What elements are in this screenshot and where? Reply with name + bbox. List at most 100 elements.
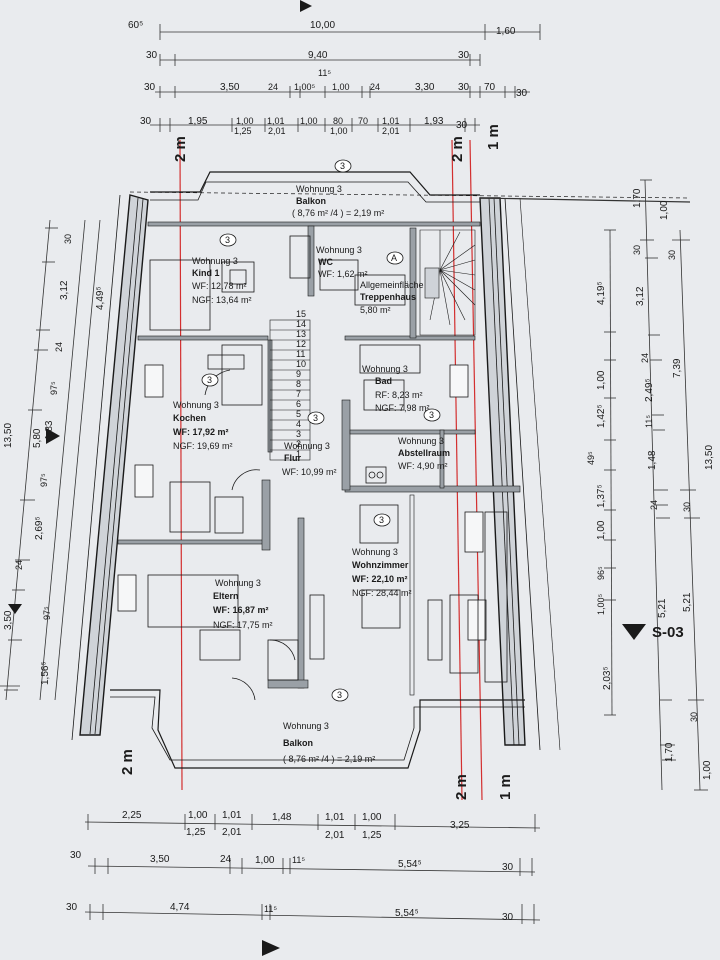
dim-label: 11⁵ bbox=[318, 68, 331, 78]
staircase-left bbox=[269, 319, 311, 461]
stair-number: 15 bbox=[296, 309, 306, 319]
door-marker: 3 bbox=[337, 690, 342, 700]
bottom-dimension-labels: 2,25 1,00 1,01 1,48 1,01 1,00 3,25 1,25 … bbox=[66, 810, 514, 923]
room-wf: WF: 10,99 m² bbox=[282, 467, 337, 477]
room-type: Eltern bbox=[213, 591, 239, 601]
dim-label: 4,19⁵ bbox=[596, 281, 607, 305]
room-wf: WF: 12,78 m² bbox=[192, 281, 247, 291]
stair-number: 14 bbox=[296, 319, 306, 329]
walls bbox=[71, 171, 691, 769]
dim-label: 1,00 bbox=[255, 855, 275, 866]
dim-label: 80 bbox=[333, 116, 343, 126]
dim-label: 3,50 bbox=[3, 610, 14, 630]
room-type: Flur bbox=[284, 453, 301, 463]
dim-label: 7,39 bbox=[672, 358, 683, 378]
stair-number: 5 bbox=[296, 409, 301, 419]
room-ngf: NGF: 28,44 m² bbox=[352, 588, 412, 598]
dim-label: 30 bbox=[516, 88, 528, 99]
room-type: Balkon bbox=[283, 738, 313, 748]
room-type: WC bbox=[318, 257, 333, 267]
dim-label: 30 bbox=[146, 50, 158, 61]
axis-label: 1 m bbox=[497, 774, 514, 800]
dim-label: 30 bbox=[502, 862, 514, 873]
dim-label: 1,70 bbox=[664, 742, 675, 762]
dim-label: 3,12 bbox=[59, 280, 70, 300]
room-wf: WF: 22,10 m² bbox=[352, 574, 408, 584]
dim-label: 1,37⁵ bbox=[596, 484, 607, 508]
room-name: Wohnung 3 bbox=[192, 256, 238, 266]
room-name: Wohnung 3 bbox=[398, 436, 444, 446]
dim-label: 1,95 bbox=[188, 116, 208, 127]
dim-label: 30 bbox=[502, 912, 514, 923]
room-wf: WF: 1,62 m² bbox=[318, 269, 368, 279]
dim-label: 24 bbox=[54, 342, 64, 352]
dim-label: 3,50 bbox=[150, 854, 170, 865]
dim-label: 97⁵ bbox=[49, 381, 59, 395]
dim-label: 10,00 bbox=[310, 20, 335, 31]
room-name: Wohnung 3 bbox=[316, 245, 362, 255]
section-marker-triangle bbox=[8, 604, 22, 614]
furniture bbox=[147, 235, 479, 701]
dim-label: 30 bbox=[458, 82, 470, 93]
dim-label: 1,25 bbox=[186, 827, 206, 838]
dim-label: 1,00 bbox=[330, 126, 348, 136]
dim-label: 5,54⁵ bbox=[398, 859, 422, 870]
dim-label: 30 bbox=[70, 850, 82, 861]
stair-number: 1 bbox=[296, 449, 301, 459]
stair-number: 11 bbox=[296, 349, 305, 359]
dim-label: 2,01 bbox=[382, 126, 400, 136]
dim-label: 1,00⁵ bbox=[294, 82, 316, 92]
staircase-right bbox=[419, 229, 476, 336]
door-marker: A bbox=[391, 253, 397, 263]
dim-label: 4,49⁵ bbox=[95, 286, 106, 310]
dim-label: 60⁵ bbox=[128, 20, 143, 31]
axis-label: 2 m bbox=[172, 136, 189, 162]
stair-number: 2 bbox=[296, 439, 301, 449]
dim-label: 70 bbox=[484, 82, 496, 93]
door-marker: 3 bbox=[379, 515, 384, 525]
dim-label: 3,30 bbox=[415, 82, 435, 93]
section-arrow-icon bbox=[622, 624, 646, 640]
top-dimension-chains bbox=[150, 24, 541, 132]
dim-label: 2,25 bbox=[122, 810, 142, 821]
dim-label: 2,49⁵ bbox=[644, 378, 655, 402]
dim-label: 30 bbox=[667, 250, 677, 260]
dim-label: 96⁵ bbox=[596, 566, 606, 580]
dim-label: 1,00 bbox=[596, 520, 607, 540]
room-name: Wohnung 3 bbox=[362, 364, 408, 374]
dim-label: 1,48 bbox=[647, 450, 658, 470]
dim-label: 30 bbox=[66, 902, 78, 913]
room-ngf: NGF: 13,64 m² bbox=[192, 295, 252, 305]
dim-label: 5,21 bbox=[682, 592, 693, 612]
dim-label: 30 bbox=[682, 502, 692, 512]
room-type: Kochen bbox=[173, 413, 206, 423]
dim-label: 24 bbox=[220, 854, 232, 865]
axis-label: 2 m bbox=[119, 749, 136, 775]
room-area: ( 8,76 m² /4 ) = 2,19 m² bbox=[283, 754, 375, 764]
room-wf: WF: 4,90 m² bbox=[398, 461, 448, 471]
stair-number: 13 bbox=[296, 329, 306, 339]
stair-number: 12 bbox=[296, 339, 306, 349]
section-marker-triangle bbox=[46, 428, 60, 444]
dim-label: 1,00 bbox=[659, 200, 670, 220]
dim-label: 97⁵ bbox=[42, 606, 52, 620]
left-dimension-chains bbox=[0, 219, 101, 701]
dim-label: 9,40 bbox=[308, 50, 328, 61]
bottom-dimension-chains bbox=[84, 814, 541, 924]
dim-label: 97⁵ bbox=[39, 473, 49, 487]
door-marker: 3 bbox=[340, 161, 345, 171]
section-marker-triangle bbox=[262, 940, 280, 956]
door-markers: 3 3 3 3 3 3 A 3 bbox=[201, 159, 441, 702]
room-name: Wohnung 3 bbox=[283, 721, 329, 731]
dim-label: 30 bbox=[458, 50, 470, 61]
axis-label: 1 m bbox=[485, 124, 502, 150]
dim-label: 1,25 bbox=[234, 126, 252, 136]
stair-number: 8 bbox=[296, 379, 301, 389]
room-rf: RF: 8,23 m² bbox=[375, 390, 423, 400]
dim-label: 1,01 bbox=[222, 810, 242, 821]
stair-number: 6 bbox=[296, 399, 301, 409]
room-name: Wohnung 3 bbox=[173, 400, 219, 410]
dim-label: 1,60 bbox=[496, 26, 516, 37]
right-dimension-labels: 1,70 1,00 30 4,19⁵ 1,00 1,42⁵ 49⁵ 1,37⁵ … bbox=[586, 188, 715, 780]
dim-label: 11⁵ bbox=[292, 855, 305, 865]
